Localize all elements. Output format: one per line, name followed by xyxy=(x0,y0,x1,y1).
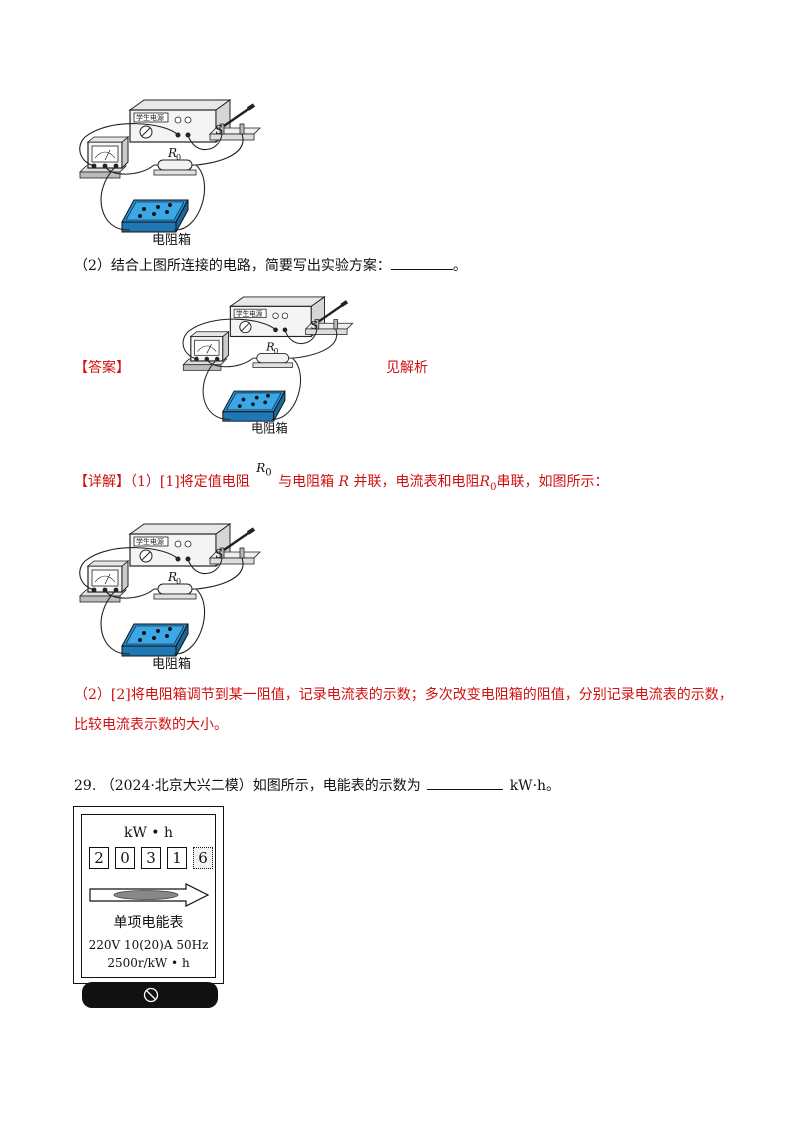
switch-label: S xyxy=(215,123,223,137)
detail-r0b: R xyxy=(479,474,491,490)
q28-part2-suffix: 。 xyxy=(452,258,467,274)
resistor-label-sub: 0 xyxy=(176,577,181,586)
detail-p1-b: 与电阻箱 xyxy=(278,474,335,490)
meter-rating: 220V 10(20)A 50Hz xyxy=(88,938,209,952)
electricity-meter: kW • h 2 0 3 1 6 单项电能表 220V 10(20)A 50Hz… xyxy=(73,806,224,1010)
q29-source: （2024·北京大兴二模）如图所示，电能表的示数为 xyxy=(100,778,421,794)
meter-base xyxy=(82,982,218,1008)
meter-constant: 2500r/kW • h xyxy=(107,956,190,970)
resistor-label-sub: 0 xyxy=(274,346,279,355)
rotation-arrow-icon xyxy=(89,883,210,907)
meter-name: 单项电能表 xyxy=(113,915,184,931)
circuit-figure-answer: 学生电源 S R 0 电阻箱 xyxy=(168,280,368,440)
switch-label: S xyxy=(310,319,318,332)
detail-p2-line1: （2）[2]将电阻箱调节到某一阻值，记录电流表的示数；多次改变电阻箱的阻值，分别… xyxy=(74,687,733,703)
q29-line: 29. （2024·北京大兴二模）如图所示，电能表的示数为 kW·h。 xyxy=(74,776,560,796)
meter-digit-decimal: 6 xyxy=(193,847,213,869)
detail-p2-line2: 比较电流表示数的大小。 xyxy=(74,717,228,733)
power-supply-label: 学生电源 xyxy=(236,309,263,318)
meter-body: kW • h 2 0 3 1 6 单项电能表 220V 10(20)A 50Hz… xyxy=(73,806,224,984)
resistance-box-label: 电阻箱 xyxy=(152,232,191,248)
detail-line1: 【详解】（1）[1]将定值电阻 R0 与电阻箱 R 并联，电流表和电阻R0串联，… xyxy=(74,461,609,498)
answer-tag: 【答案】 xyxy=(74,360,130,376)
meter-digit: 2 xyxy=(89,847,109,869)
q28-part2-prefix: （2）结合上图所连接的电路，简要写出实验方案： xyxy=(74,258,391,274)
meter-digit: 1 xyxy=(167,847,187,869)
resistor-label: R xyxy=(167,570,177,584)
r0-raised-sub: 0 xyxy=(265,467,272,479)
meter-digits: 2 0 3 1 6 xyxy=(89,847,214,871)
q29-unit: kW·h。 xyxy=(509,778,561,794)
power-supply-label: 学生电源 xyxy=(136,537,164,546)
meter-face: kW • h 2 0 3 1 6 单项电能表 220V 10(20)A 50Hz… xyxy=(81,814,216,978)
detail-r0b-sub: 0 xyxy=(490,481,497,493)
answer-text: 见解析 xyxy=(386,360,428,376)
detail-p1-d: 串联，如图所示： xyxy=(496,474,609,490)
resistance-box-label: 电阻箱 xyxy=(251,420,288,435)
switch-label: S xyxy=(215,547,223,561)
prohibited-icon xyxy=(143,987,159,1003)
resistor-label: R xyxy=(167,146,177,160)
detail-p1-c: 并联，电流表和电阻 xyxy=(353,474,480,490)
resistor-label-sub: 0 xyxy=(176,153,181,162)
power-supply-label: 学生电源 xyxy=(136,113,164,122)
resistor-label: R xyxy=(265,341,275,354)
r0-raised-letter: R xyxy=(256,461,266,475)
r0-raised: R0 xyxy=(256,461,272,479)
circuit-figure-detail: 学生电源 S R 0 电阻箱 xyxy=(70,506,270,676)
q28-part2: （2）结合上图所连接的电路，简要写出实验方案： 。 xyxy=(74,256,467,276)
circuit-figure-1: 学生电源 S R 0 电阻箱 xyxy=(70,82,270,252)
detail-p1-a: （1）[1]将定值电阻 xyxy=(130,474,250,490)
detail-r: R xyxy=(338,474,350,490)
meter-unit: kW • h xyxy=(123,825,174,841)
meter-digit: 0 xyxy=(115,847,135,869)
detail-tag: 【详解】 xyxy=(74,474,130,490)
q29-number: 29. xyxy=(74,778,97,794)
q29-answer-blank xyxy=(427,777,504,790)
meter-digit: 3 xyxy=(141,847,161,869)
resistance-box-label: 电阻箱 xyxy=(152,656,191,672)
answer-blank xyxy=(390,257,453,270)
